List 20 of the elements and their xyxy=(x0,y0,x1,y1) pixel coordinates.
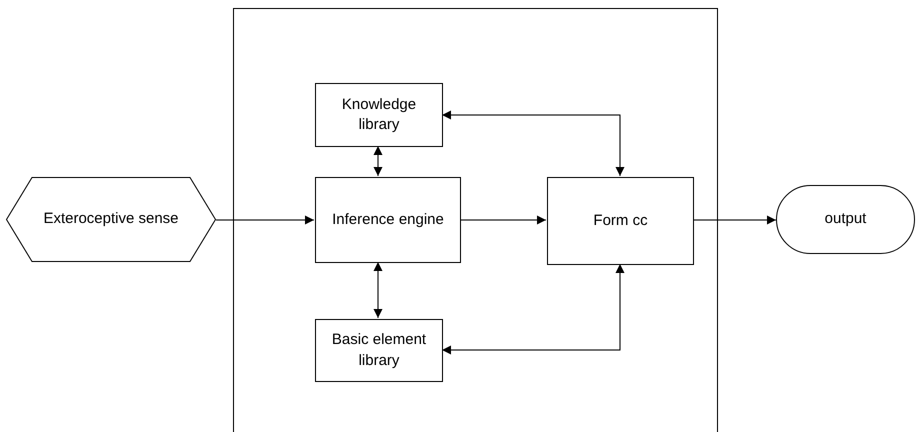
process-box xyxy=(315,83,443,147)
arrow xyxy=(374,146,382,176)
process-box xyxy=(315,177,461,263)
container-box xyxy=(233,8,718,432)
node-label: Form cc xyxy=(592,210,649,231)
terminal-node xyxy=(776,185,915,254)
node-label: output xyxy=(824,209,868,230)
process-box xyxy=(547,177,694,265)
arrow xyxy=(442,264,624,354)
node-label: Basic element library xyxy=(330,330,428,370)
arrow xyxy=(442,110,624,176)
arrow xyxy=(692,216,776,224)
process-box xyxy=(315,319,443,382)
arrow xyxy=(460,216,546,224)
arrow xyxy=(374,262,382,318)
node-label: Knowledge library xyxy=(340,94,418,135)
arrow xyxy=(216,216,314,224)
node-label: Inference engine xyxy=(331,210,445,230)
hexagon-node xyxy=(6,177,216,262)
node-label: Exteroceptive sense xyxy=(42,209,180,230)
